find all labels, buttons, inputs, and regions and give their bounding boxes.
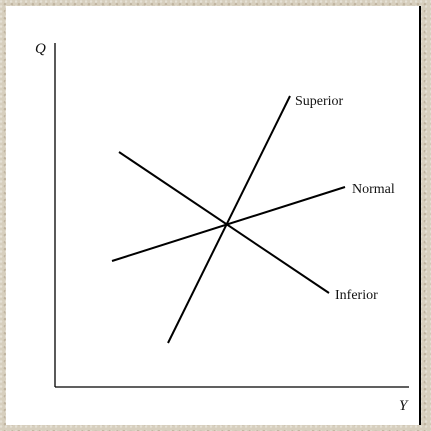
y-axis-label: Q (35, 41, 46, 57)
superior-curve (167, 95, 291, 344)
inferior-label: Inferior (335, 288, 378, 303)
superior-label: Superior (295, 94, 344, 109)
normal-curve (111, 186, 346, 262)
inferior-curve (118, 151, 330, 294)
normal-label: Normal (352, 182, 395, 197)
x-axis-label: Y (399, 398, 409, 414)
